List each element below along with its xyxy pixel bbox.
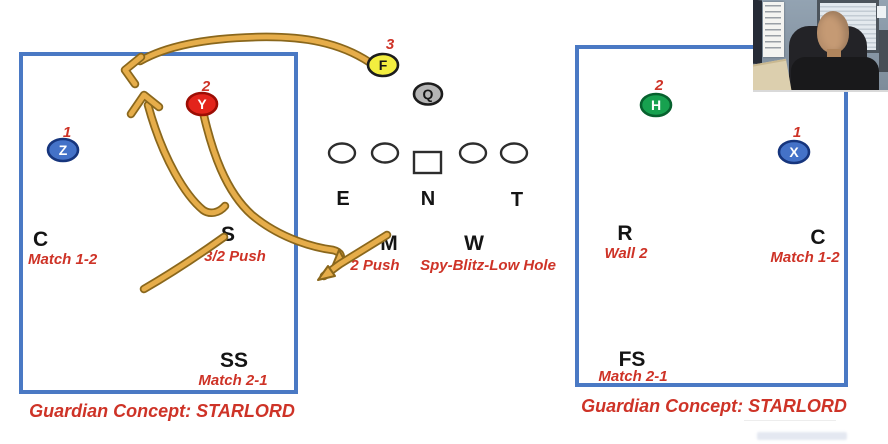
watermark (757, 432, 847, 440)
receiver-x: 1 X (777, 124, 811, 165)
center-square (412, 150, 443, 175)
call-corner-right: Match 1-2 (770, 249, 840, 266)
concept-caption-left: Guardian Concept: STARLORD (29, 401, 295, 421)
right-coverage-box (575, 45, 848, 387)
quarterback-q-letter: Q (423, 86, 434, 102)
wall-paper (877, 6, 886, 18)
s-push-arrow (139, 232, 229, 294)
label-rover: R (617, 222, 632, 245)
receiver-h-number: 2 (654, 77, 664, 94)
jet-motion-arrow-f (120, 32, 374, 89)
receiver-f-circle (366, 52, 400, 78)
label-corner-left: C (33, 228, 48, 251)
label-n: N (421, 188, 435, 210)
quarterback-q: Q (412, 82, 444, 106)
receiver-y-circle (185, 91, 219, 117)
receiver-f: 3 F (366, 36, 400, 78)
receiver-z-circle (46, 137, 80, 163)
shelf (879, 30, 888, 72)
m-blitz-arrow (317, 230, 392, 281)
receiver-h-letter: H (651, 97, 661, 113)
call-will: Spy-Blitz-Low Hole (420, 257, 556, 274)
quarterback-q-circle (412, 82, 444, 106)
receiver-f-letter: F (379, 57, 388, 73)
lineman-circle (499, 142, 529, 164)
receiver-z: 1 Z (46, 124, 80, 163)
receiver-x-circle (777, 139, 811, 165)
call-free-safety: Match 2-1 (598, 368, 667, 385)
receiver-h-circle (639, 92, 673, 118)
label-e: E (336, 188, 349, 210)
coach-neck (827, 49, 841, 60)
push-arrow-up (126, 90, 230, 218)
wall-list-poster (763, 2, 784, 57)
receiver-x-number: 1 (793, 124, 801, 141)
lineman-circle (370, 142, 400, 164)
webcam-overlay (753, 0, 888, 92)
faint-line (744, 420, 836, 421)
receiver-f-number: 3 (386, 36, 395, 53)
receiver-y-number: 2 (201, 78, 211, 95)
call-rover: Wall 2 (604, 245, 648, 262)
label-strong-safety: SS (220, 349, 248, 372)
concept-caption-right: Guardian Concept: STARLORD (581, 396, 847, 416)
label-will: W (464, 232, 484, 255)
label-corner-right: C (810, 226, 825, 249)
coach-torso (791, 57, 879, 90)
call-corner-left: Match 1-2 (28, 251, 98, 268)
desk-folder (753, 58, 792, 90)
receiver-y-letter: Y (197, 96, 207, 112)
coach-head (817, 11, 849, 53)
receiver-x-letter: X (789, 144, 799, 160)
lineman-circle (458, 142, 488, 164)
defense-labels: C Match 1-2 S 3/2 Push M 2 Push W Spy-Bl… (28, 222, 840, 389)
flag (753, 0, 762, 65)
receiver-z-letter: Z (59, 142, 68, 158)
label-t: T (511, 189, 523, 211)
call-sam: 3/2 Push (204, 248, 266, 265)
call-mike: 2 Push (349, 257, 399, 274)
call-strong-safety: Match 2-1 (198, 372, 267, 389)
offensive-line: E N T (327, 142, 529, 211)
receiver-h: 2 H (639, 77, 673, 118)
lineman-circle (327, 142, 357, 164)
label-free-safety: FS (619, 348, 646, 371)
receiver-y: 2 Y (185, 78, 219, 117)
receiver-z-number: 1 (63, 124, 71, 141)
